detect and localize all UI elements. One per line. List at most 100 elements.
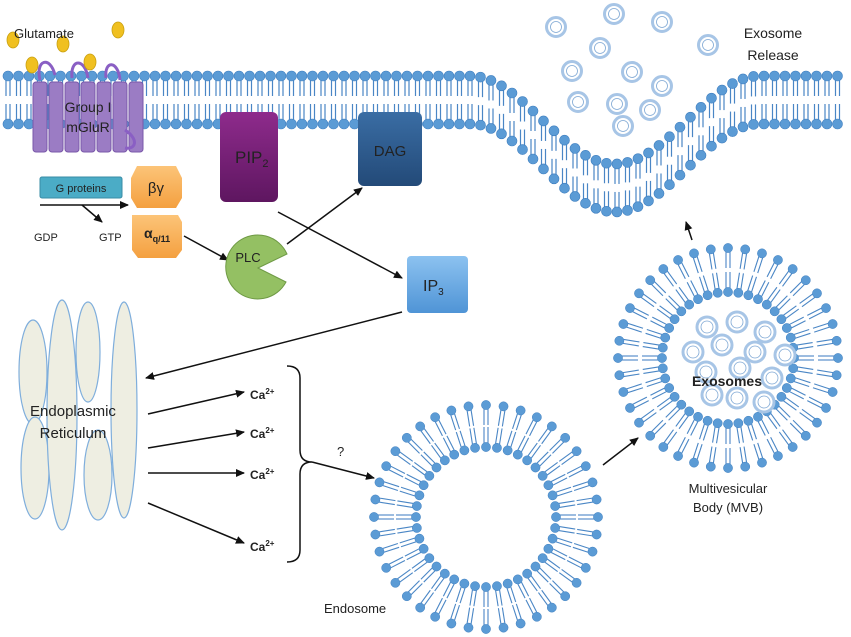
lipid: [202, 70, 213, 130]
question-mark: ?: [337, 444, 344, 459]
lipid: [800, 70, 812, 130]
lipid: [625, 303, 675, 333]
exosome: [725, 310, 749, 334]
lipid: [543, 461, 591, 491]
lipid: [653, 140, 665, 199]
lipid: [275, 70, 287, 130]
receptor-helix: [48, 81, 64, 153]
lipid: [758, 70, 770, 130]
receptor-label-line1: Group I: [65, 99, 112, 115]
exosome: [694, 360, 718, 384]
lipid: [381, 543, 429, 573]
arrow-to-dag: [286, 187, 363, 245]
exosome: [695, 315, 719, 339]
lipid: [492, 581, 509, 633]
calcium-ions: Ca2+ Ca2+ Ca2+ Ca2+: [250, 387, 275, 554]
lipid: [181, 70, 192, 130]
exosome: [697, 34, 719, 56]
lipid: [779, 70, 791, 130]
alpha-q11-subunit: αq/11: [132, 215, 182, 258]
arrow-er-ca-4: [147, 502, 245, 544]
lipid: [618, 373, 671, 397]
lipid: [543, 543, 591, 573]
arrow-er-ca-1: [147, 389, 245, 415]
lipid: [433, 70, 444, 130]
lipid: [821, 70, 833, 130]
mvb-label-line1: Multivesicular: [689, 481, 768, 496]
lipid: [551, 512, 603, 522]
lipid: [625, 383, 675, 413]
lipid: [522, 568, 557, 613]
lipid: [727, 78, 738, 137]
exosome: [725, 386, 749, 410]
lipid: [658, 264, 695, 310]
exosome: [700, 383, 724, 407]
gdp-label: GDP: [34, 232, 58, 244]
lipid: [769, 275, 811, 317]
lipid: [443, 70, 455, 130]
lipid: [743, 248, 767, 301]
lipid: [415, 568, 450, 613]
exosome: [728, 356, 752, 380]
arrow-to-endosome: [311, 461, 375, 480]
lipid: [790, 70, 801, 130]
lipid: [512, 574, 542, 622]
lipid: [776, 391, 822, 428]
lipid: [381, 461, 429, 491]
lipid: [689, 415, 713, 468]
exosome: [681, 340, 705, 364]
exosome: [710, 333, 734, 357]
lipid: [149, 70, 161, 130]
glutamate-molecule: [111, 21, 125, 39]
glutamate-molecules: [6, 21, 125, 74]
lipid: [614, 363, 668, 381]
ip3-box: IP3: [407, 256, 468, 313]
beta-gamma-label: βγ: [148, 180, 165, 197]
exosome: [651, 11, 673, 33]
mglur-receptor: Group I mGluR: [32, 61, 144, 153]
lipid: [530, 432, 571, 473]
lipid: [349, 70, 360, 130]
arrow-ip3-to-er: [145, 311, 403, 380]
lipid: [614, 335, 668, 353]
lipid: [522, 421, 557, 466]
exosome: [651, 75, 673, 97]
lipid: [737, 73, 749, 133]
lipid: [645, 275, 687, 317]
pip2-box: PIP2: [220, 112, 278, 202]
lipid: [685, 111, 696, 171]
lipid: [613, 353, 667, 363]
lipid: [401, 432, 442, 473]
calcium-label: Ca2+: [250, 426, 275, 441]
lipid: [370, 523, 422, 540]
lipid: [517, 96, 528, 155]
arrow-endosome-to-mvb: [602, 437, 639, 466]
lipid: [160, 70, 171, 130]
lipid: [454, 70, 465, 130]
lipid: [550, 523, 602, 540]
lipid: [695, 102, 707, 161]
calcium-label: Ca2+: [250, 467, 275, 482]
lipid: [464, 70, 476, 130]
endosome: [369, 400, 603, 634]
lipid: [601, 157, 612, 217]
exosomes-label: Exosomes: [692, 373, 762, 389]
receptor-helix: [128, 81, 144, 153]
lipid: [788, 335, 842, 353]
lipid: [753, 255, 783, 305]
lipid: [832, 70, 843, 130]
lipid: [374, 477, 425, 501]
lipid: [590, 155, 602, 214]
lipid: [317, 70, 329, 130]
gtp-label: GTP: [99, 232, 122, 244]
lipid: [446, 405, 470, 456]
lipid: [475, 71, 486, 131]
endosome-label: Endosome: [324, 601, 386, 616]
lipid: [716, 84, 728, 144]
lipid: [769, 70, 780, 130]
lipid: [748, 71, 759, 130]
release-label-line2: Release: [747, 47, 799, 63]
lipid: [370, 494, 422, 511]
exosome-vesicles: [681, 310, 797, 414]
receptor-helix: [64, 81, 80, 153]
